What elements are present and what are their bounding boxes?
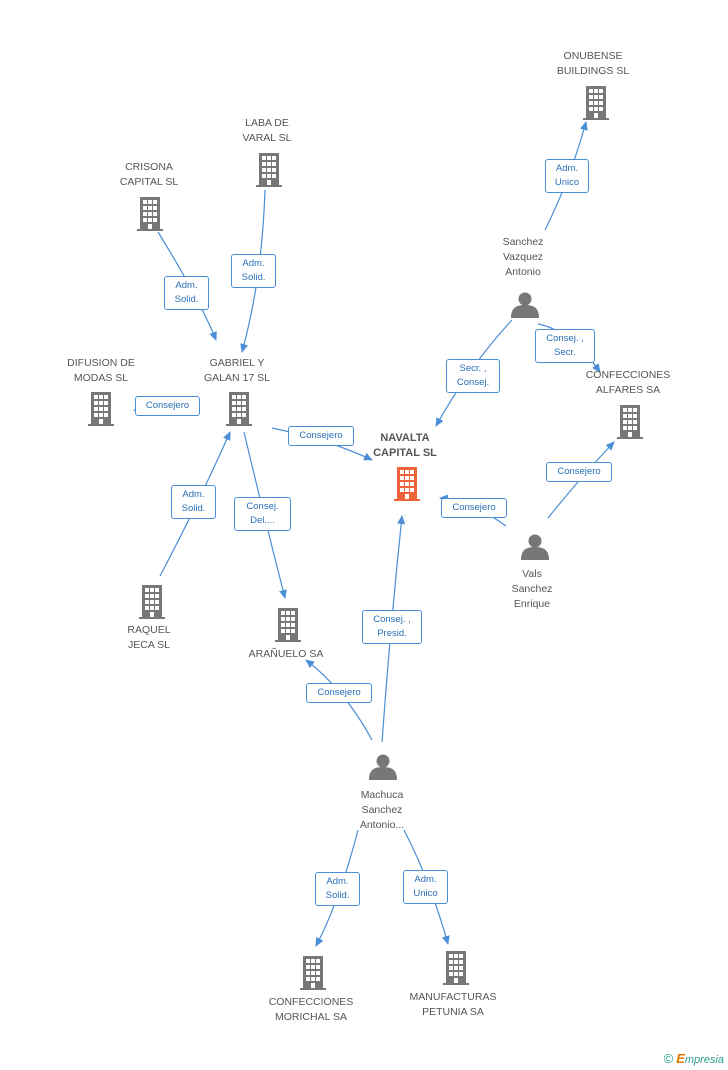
edge-label-sv-onubense: Adm. Unico [545, 159, 589, 193]
building-icon [139, 585, 165, 619]
edge-label-laba-gabriel: Adm. Solid. [231, 254, 276, 288]
edge-label-gabriel-navalta: Consejero [288, 426, 354, 446]
edge-label-machuca-manufacturas: Adm. Unico [403, 870, 448, 904]
node-aranuelo-label[interactable]: ARAÑUELO SA [248, 648, 324, 660]
edge-label-gabriel-difusion: Consejero [135, 396, 200, 416]
node-laba-label[interactable]: LABA DE VARAL SL [242, 117, 292, 144]
edge-label-raquel-gabriel: Adm. Solid. [171, 485, 216, 519]
edge-label-vals-alfares: Consejero [546, 462, 612, 482]
building-icon [275, 608, 301, 642]
node-crisona-label[interactable]: CRISONA CAPITAL SL [119, 161, 179, 188]
building-icon [88, 392, 114, 426]
building-icon [394, 467, 420, 501]
node-gabriel-label[interactable]: GABRIEL Y GALAN 17 SL [204, 357, 270, 384]
node-machuca-label[interactable]: Machuca Sanchez Antonio... [359, 789, 405, 831]
person-icon [369, 754, 397, 780]
building-icon [583, 86, 609, 120]
edge-label-sv-navalta: Secr. , Consej. [446, 359, 500, 393]
person-icon [511, 292, 539, 318]
edge-label-machuca-aranuelo: Consejero [306, 683, 372, 703]
building-icon [137, 197, 163, 231]
node-confecciones-alfares-label[interactable]: CONFECCIONES ALFARES SA [585, 369, 671, 396]
node-confecciones-morichal-label[interactable]: CONFECCIONES MORICHAL SA [268, 996, 354, 1023]
node-manufacturas-label[interactable]: MANUFACTURAS PETUNIA SA [409, 991, 497, 1018]
copyright-symbol: © [663, 1051, 674, 1066]
edge-label-vals-navalta: Consejero [441, 498, 507, 518]
edge-label-crisona-gabriel: Adm. Solid. [164, 276, 209, 310]
edge-label-sv-alfares: Consej. , Secr. [535, 329, 595, 363]
node-vals-label[interactable]: Vals Sanchez Enrique [511, 568, 553, 610]
edge-label-machuca-morichal: Adm. Solid. [315, 872, 360, 906]
node-difusion-label[interactable]: DIFUSION DE MODAS SL [67, 357, 135, 384]
building-icon [300, 956, 326, 990]
edge-label-gabriel-aranuelo: Consej. Del.... [234, 497, 291, 531]
node-onubense-label[interactable]: ONUBENSE BUILDINGS SL [556, 50, 630, 77]
brand-initial: E [676, 1051, 685, 1066]
brand-name: mpresia [684, 1054, 724, 1066]
building-icon [617, 405, 643, 439]
brand-watermark: ©Empresia [664, 1051, 724, 1066]
person-icon [521, 534, 549, 560]
node-navalta-label[interactable]: NAVALTA CAPITAL SL [373, 432, 437, 459]
node-raquel-label[interactable]: RAQUEL JECA SL [127, 624, 171, 651]
building-icon [226, 392, 252, 426]
edge-label-machuca-navalta: Consej. , Presid. [362, 610, 422, 644]
node-sanchez-vazquez-label[interactable]: Sanchez Vazquez Antonio [502, 236, 544, 278]
building-icon [443, 951, 469, 985]
building-icon [256, 153, 282, 187]
